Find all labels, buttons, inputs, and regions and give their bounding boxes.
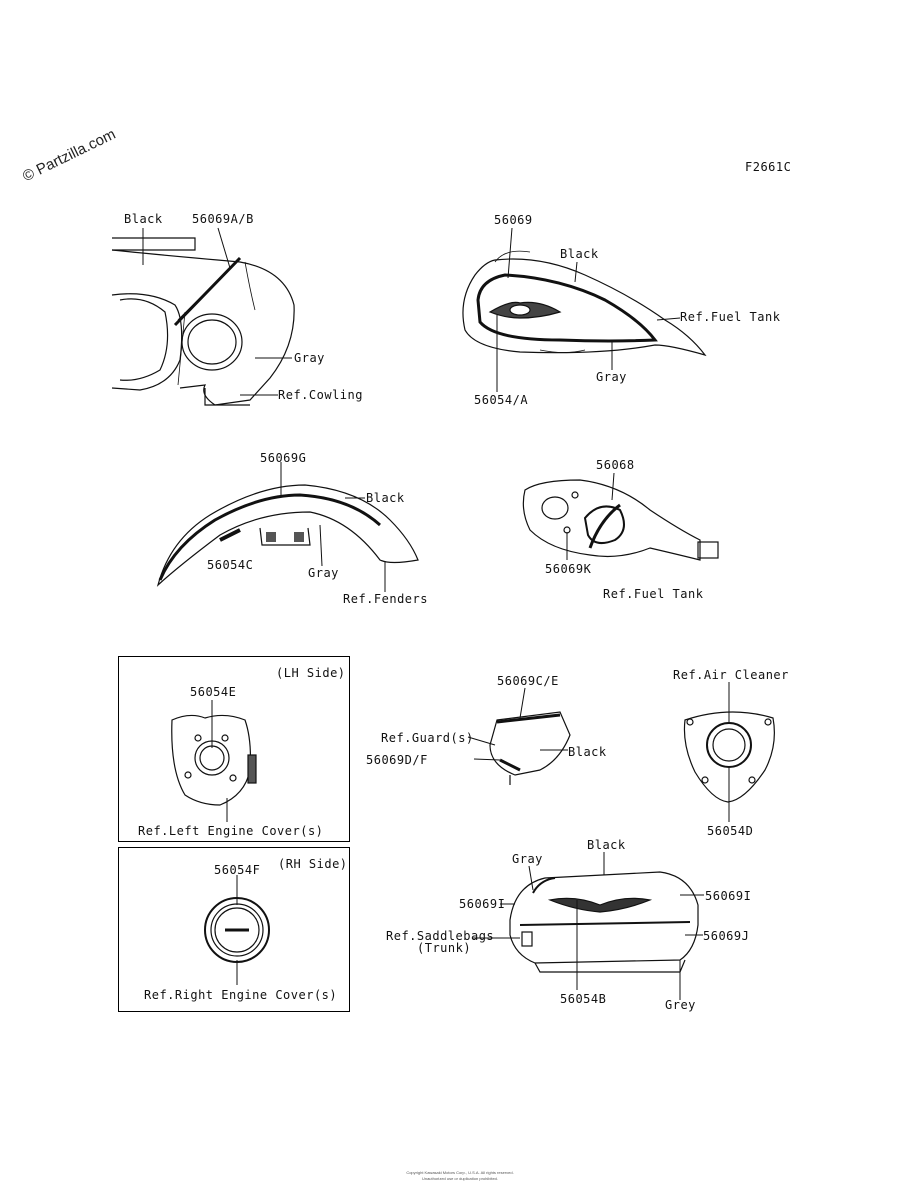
label-rh-side: (RH Side) — [278, 857, 348, 871]
guard-drawing — [489, 711, 571, 785]
label-lh-side: (LH Side) — [276, 666, 346, 680]
label-gray-tank: Gray — [596, 370, 627, 384]
label-gray-fender: Gray — [308, 566, 339, 580]
label-ref-left-engine-cover: Ref.Left Engine Cover(s) — [138, 824, 324, 838]
label-56069: 56069 — [494, 213, 533, 227]
cowling-drawing — [111, 237, 295, 406]
label-black-cowl: Black — [124, 212, 163, 226]
label-black-trunk: Black — [587, 838, 626, 852]
label-56068: 56068 — [596, 458, 635, 472]
label-black-tank: Black — [560, 247, 599, 261]
label-56054F: 56054F — [214, 863, 261, 877]
label-gray-trunk: Gray — [512, 852, 543, 866]
label-gray-cowl: Gray — [294, 351, 325, 365]
rh-side-box — [118, 847, 350, 1012]
leader-lines — [142, 227, 730, 1000]
label-56069J: 56069J — [703, 929, 750, 943]
label-ref-right-engine-cover: Ref.Right Engine Cover(s) — [144, 988, 338, 1002]
fuel-tank-rear-drawing — [522, 479, 719, 561]
label-56069CE: 56069C/E — [497, 674, 559, 688]
air-cleaner-drawing — [683, 711, 775, 803]
label-trunk: (Trunk) — [417, 941, 472, 955]
left-engine-cover-drawing — [171, 714, 257, 806]
label-ref-fuel-tank-2: Ref.Fuel Tank — [603, 587, 704, 601]
lh-side-box — [118, 656, 350, 842]
label-56069DF: 56069D/F — [366, 753, 428, 767]
label-ref-fuel-tank-1: Ref.Fuel Tank — [680, 310, 781, 324]
label-56054D: 56054D — [707, 824, 754, 838]
trunk-drawing — [509, 871, 699, 973]
label-56069I-left: 56069I — [459, 897, 506, 911]
label-black-guard: Black — [568, 745, 607, 759]
label-ref-saddlebags: Ref.Saddlebags — [386, 929, 495, 943]
label-ref-guards: Ref.Guard(s) — [381, 731, 474, 745]
label-56069K: 56069K — [545, 562, 592, 576]
footer-line-1: Copyright Kawasaki Motors Corp., U.S.A. … — [406, 1170, 514, 1175]
label-ref-cowling: Ref.Cowling — [278, 388, 363, 402]
label-56054B: 56054B — [560, 992, 607, 1006]
label-black-fender: Black — [366, 491, 405, 505]
label-ref-fenders: Ref.Fenders — [343, 592, 428, 606]
label-56054A: 56054/A — [474, 393, 529, 407]
figure-code: F2661C — [745, 160, 792, 174]
label-ref-air-cleaner: Ref.Air Cleaner — [673, 668, 789, 682]
fender-drawing — [156, 484, 419, 587]
label-56069I-right: 56069I — [705, 889, 752, 903]
label-56069AB: 56069A/B — [192, 212, 254, 226]
label-56054C: 56054C — [207, 558, 254, 572]
label-grey-trunk: Grey — [665, 998, 696, 1012]
label-56069G: 56069G — [260, 451, 307, 465]
footer-line-2: Unauthorized use or duplication prohibit… — [421, 1176, 499, 1181]
label-56054E: 56054E — [190, 685, 237, 699]
fuel-tank-drawing — [462, 250, 707, 357]
